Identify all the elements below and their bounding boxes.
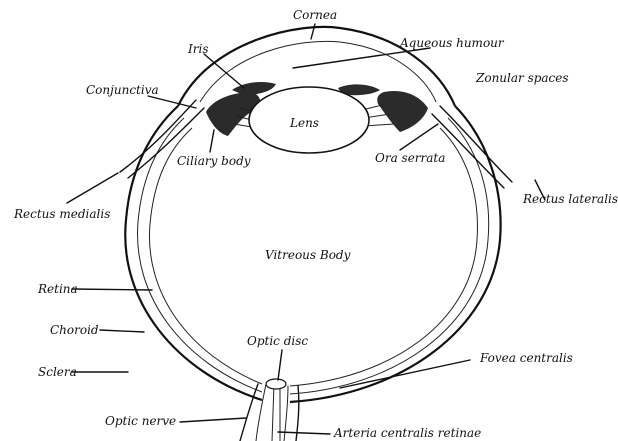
arteria-centralis-leader <box>278 432 330 434</box>
ora-serrata-label: Ora serrata <box>375 151 445 165</box>
retina-label: Retina <box>37 282 78 296</box>
aqueous-humour-label: Aqueous humour <box>399 36 505 50</box>
lens-label: Lens <box>289 116 319 130</box>
sclera-layer <box>125 106 262 400</box>
ciliary-body-label: Ciliary body <box>177 154 251 168</box>
optic-disc-label: Optic disc <box>247 334 308 348</box>
iris-leader <box>204 54 244 88</box>
optic-disc-shape <box>266 379 286 389</box>
rectus-medialis-label: Rectus medialis <box>13 207 110 221</box>
rectus-medialis-leader <box>67 173 118 203</box>
retina-leader <box>72 289 152 290</box>
aqueous-humour-leader <box>293 48 430 68</box>
optic-nerve-leader <box>180 418 246 422</box>
fovea-centralis-label: Fovea centralis <box>479 351 573 365</box>
optic-nerve-label: Optic nerve <box>105 414 176 428</box>
optic-disc-leader <box>278 350 282 380</box>
vitreous-body-label: Vitreous Body <box>265 248 351 262</box>
conjunctiva-leader <box>148 96 196 108</box>
choroid-label: Choroid <box>50 323 99 337</box>
sclera-label: Sclera <box>38 365 77 379</box>
choroid-leader <box>100 330 144 332</box>
rectus-lateralis-label: Rectus lateralis <box>522 192 618 206</box>
iris-label: Iris <box>187 42 208 56</box>
fovea-centralis-leader <box>340 360 470 388</box>
zonular-spaces-label: Zonular spaces <box>475 71 569 85</box>
ciliary-body-leader <box>210 130 214 152</box>
arteria-centralis-retinae-label: Arteria centralis retinae <box>333 426 481 440</box>
conjunctiva-label: Conjunctiva <box>86 83 159 97</box>
cornea-label: Cornea <box>293 8 337 22</box>
rectus-lateralis-muscle <box>432 106 512 188</box>
